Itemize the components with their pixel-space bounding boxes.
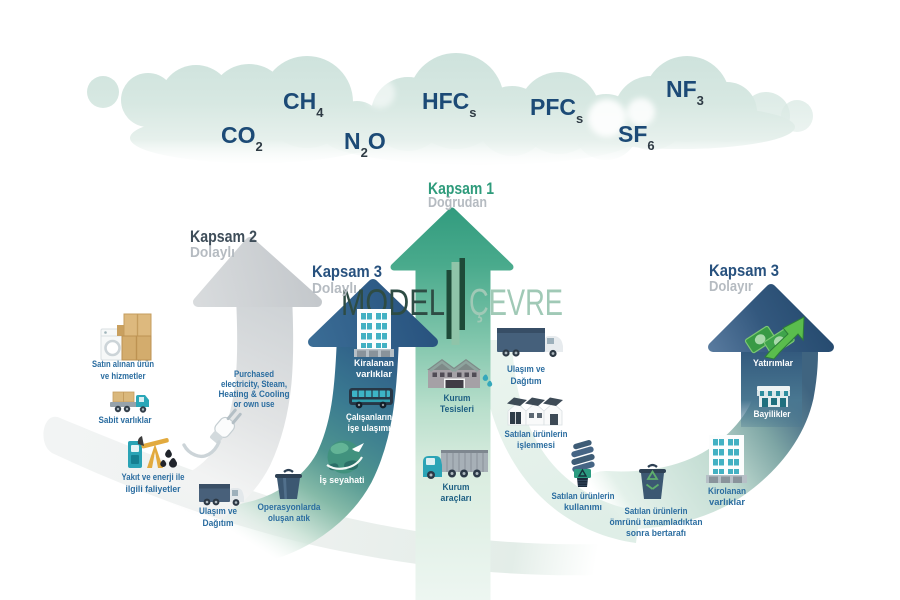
svg-text:or own use: or own use: [234, 399, 275, 410]
svg-text:Satılan ürünlerin: Satılan ürünlerin: [625, 506, 688, 517]
svg-text:ömrünü tamamladıktan: ömrünü tamamladıktan: [610, 517, 703, 528]
svg-text:Yatırımlar: Yatırımlar: [753, 358, 793, 369]
svg-text:Kurum: Kurum: [444, 393, 471, 404]
svg-text:Dolaylı: Dolaylı: [190, 245, 235, 261]
svg-text:Ulaşım ve: Ulaşım ve: [199, 506, 237, 517]
svg-text:Satılan ürünlerin: Satılan ürünlerin: [552, 491, 615, 502]
svg-text:Sabit varlıklar: Sabit varlıklar: [99, 415, 152, 426]
svg-text:Kapsam 3: Kapsam 3: [709, 261, 779, 280]
svg-text:Tesisleri: Tesisleri: [440, 404, 474, 415]
svg-text:Kiralanan: Kiralanan: [354, 358, 394, 369]
svg-text:Kapsam 1: Kapsam 1: [428, 179, 494, 198]
svg-text:varlıklar: varlıklar: [709, 497, 745, 508]
svg-text:Purchased: Purchased: [234, 369, 274, 380]
svg-text:ÇEVRE: ÇEVRE: [469, 282, 563, 323]
svg-text:Kirolanan: Kirolanan: [708, 486, 746, 497]
svg-text:Dolaylı: Dolaylı: [312, 281, 357, 297]
svg-text:Satın alınan ürün: Satın alınan ürün: [92, 359, 154, 370]
svg-text:Kapsam 3: Kapsam 3: [312, 262, 382, 281]
svg-text:Heating & Cooling: Heating & Cooling: [219, 389, 290, 400]
svg-text:işe ulaşımı: işe ulaşımı: [348, 423, 391, 434]
svg-text:Kurum: Kurum: [443, 482, 470, 493]
svg-text:ilgili faliyetler: ilgili faliyetler: [126, 484, 181, 495]
svg-text:Ulaşım ve: Ulaşım ve: [507, 364, 545, 375]
svg-text:Dolayır: Dolayır: [709, 279, 753, 295]
svg-text:Kapsam 2: Kapsam 2: [190, 227, 257, 246]
svg-text:sonra bertarafı: sonra bertarafı: [626, 528, 686, 539]
svg-text:Satılan ürünlerin: Satılan ürünlerin: [505, 429, 568, 440]
svg-text:Bayilikler: Bayilikler: [754, 409, 791, 420]
svg-text:kullanımı: kullanımı: [564, 502, 602, 513]
svg-text:varlıklar: varlıklar: [356, 369, 392, 380]
svg-text:Çalışanların: Çalışanların: [346, 412, 392, 423]
svg-text:işlenmesi: işlenmesi: [517, 440, 555, 451]
svg-text:araçları: araçları: [441, 493, 472, 504]
svg-text:oluşan atık: oluşan atık: [268, 513, 311, 524]
svg-text:ve hizmetler: ve hizmetler: [101, 371, 146, 382]
svg-text:Yakıt ve enerji ile: Yakıt ve enerji ile: [122, 472, 185, 483]
svg-text:Doğrudan: Doğrudan: [428, 195, 487, 211]
svg-text:Dağıtım: Dağıtım: [203, 518, 234, 529]
svg-text:Dağıtım: Dağıtım: [511, 376, 542, 387]
svg-text:electricity, Steam,: electricity, Steam,: [221, 379, 287, 390]
svg-text:İş seyahati: İş seyahati: [320, 475, 365, 486]
svg-text:Operasyonlarda: Operasyonlarda: [258, 502, 322, 513]
